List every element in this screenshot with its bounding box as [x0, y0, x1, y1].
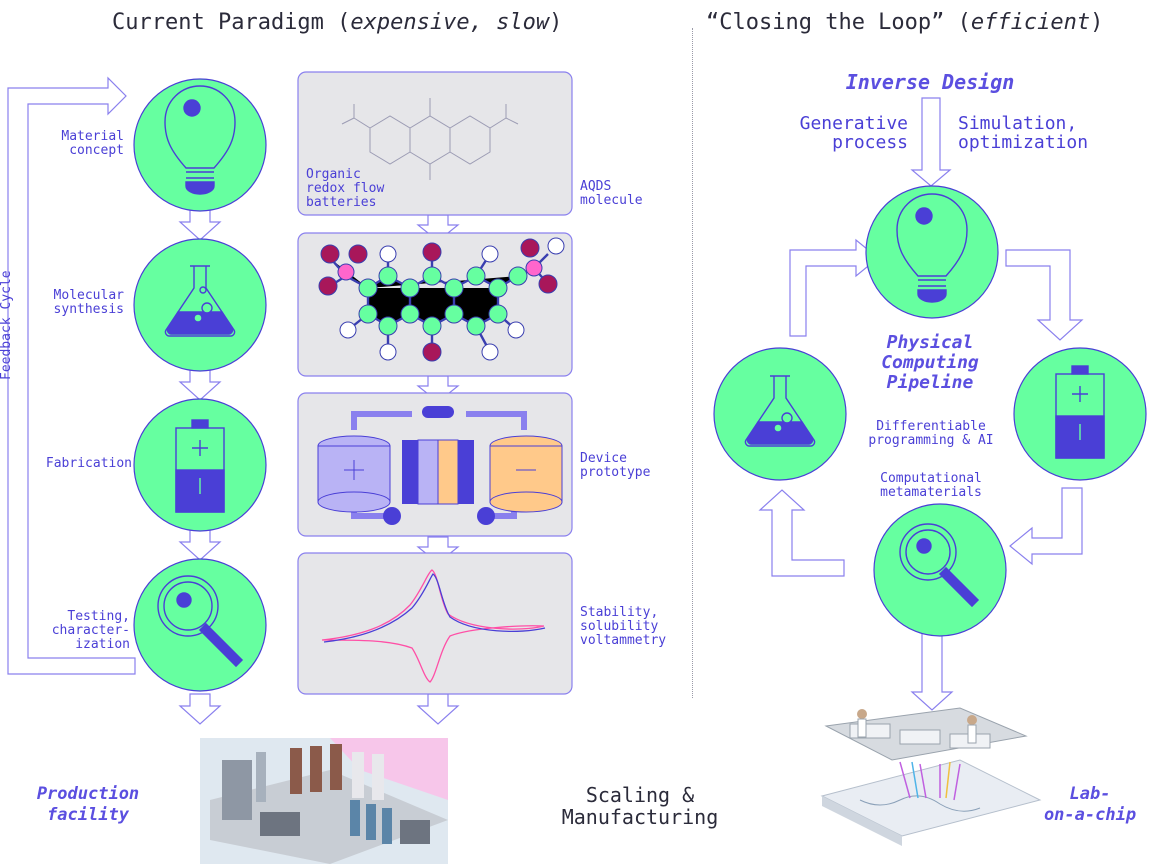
left-title-main: Current Paradigm ( — [112, 10, 351, 35]
stability-label: Stability, solubility voltammetry — [580, 605, 667, 648]
right-title-end: ) — [1090, 10, 1104, 35]
lab-on-a-chip-image — [820, 707, 1042, 846]
arrow-down-4 — [178, 693, 222, 725]
arrow-down-8 — [416, 693, 460, 725]
inverse-design-arrow — [910, 97, 952, 187]
cycle-arrow-top — [789, 238, 879, 337]
concept-circle — [133, 78, 267, 212]
production-facility-image — [200, 738, 448, 864]
cycle-arrow-right — [1005, 249, 1084, 341]
right-title-main: “Closing the Loop” ( — [706, 10, 971, 35]
feedback-cycle-label: Feedback Cycle — [0, 270, 14, 380]
arrow-down-3 — [178, 529, 222, 561]
device-prototype-label: Device prototype — [580, 451, 651, 480]
aqds-ball-model — [318, 237, 565, 362]
flask-icon — [164, 265, 236, 337]
synthesis-circle-right — [713, 347, 847, 481]
cycle-arrow-bottom — [1009, 487, 1083, 566]
magnifier-icon — [157, 575, 244, 668]
voltammogram-curve — [321, 569, 546, 683]
flask-icon — [744, 375, 816, 447]
fabrication-circle-right — [1013, 347, 1147, 481]
cycle-arrow-left — [758, 489, 845, 577]
inverse-design-label: Inverse Design — [845, 70, 1015, 94]
scaling-manufacturing-label: Scaling & Manufacturing — [561, 783, 719, 829]
flow-battery-device — [317, 406, 563, 525]
aqds-label: AQDS molecule — [580, 179, 643, 208]
stage-label-fabrication: Fabrication — [45, 456, 132, 471]
lightbulb-icon — [896, 193, 968, 303]
aqds-structure — [341, 98, 519, 180]
differentiable-label: Differentiable programming & AI — [868, 419, 994, 448]
battery-icon — [1055, 365, 1105, 459]
organic-redox-label: Organic redox flow batteries — [306, 167, 385, 210]
cycle-arrows — [758, 238, 1084, 711]
simulation-optimization-label: Simulation, optimization — [958, 113, 1089, 153]
left-title-end: ) — [549, 10, 563, 35]
molecule-panel — [297, 71, 573, 216]
fabrication-circle — [133, 398, 267, 532]
arrow-down-2 — [178, 369, 222, 401]
stage-label-synthesis: Molecular synthesis — [53, 288, 124, 317]
metamaterials-label: Computational metamaterials — [880, 471, 982, 500]
pipeline-label: Physical Computing Pipeline — [881, 332, 979, 393]
right-title-italic: efficient — [970, 10, 1091, 35]
production-facility-label: Production facility — [36, 784, 140, 825]
generative-process-label: Generative process — [799, 113, 908, 153]
arrow-to-lab — [910, 631, 954, 711]
right-title: “Closing the Loop” (efficient) — [706, 10, 1103, 35]
battery-icon — [175, 419, 225, 513]
arrow-down-1 — [178, 209, 222, 241]
synthesis-circle — [133, 238, 267, 372]
stage-label-testing: Testing, character- ization — [51, 609, 130, 652]
left-title: Current Paradigm (expensive, slow) — [112, 10, 562, 35]
section-divider — [692, 28, 693, 698]
lightbulb-icon — [164, 85, 236, 195]
feedback-arrow — [7, 76, 136, 675]
lab-on-a-chip-label: Lab- on-a-chip — [1043, 784, 1137, 825]
left-title-italic: expensive, slow — [350, 10, 550, 35]
magnifier-icon — [899, 523, 980, 608]
stage-label-concept: Material concept — [61, 129, 124, 158]
voltammetry-panel — [297, 552, 573, 695]
